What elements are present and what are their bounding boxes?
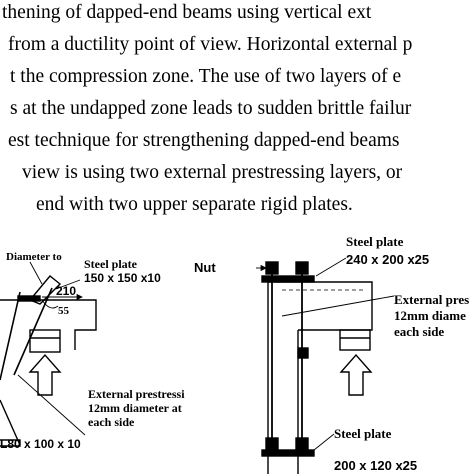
paragraph-line-3: t the compression zone. The use of two l…	[10, 66, 402, 87]
right-bottom-plate-label-1: Steel plate	[334, 426, 392, 441]
right-prestress-label-1: External pres	[394, 292, 469, 307]
left-bottom-angle	[0, 439, 21, 447]
left-diameter-leader	[29, 261, 43, 285]
right-top-plate	[261, 275, 315, 283]
right-bottom-plate	[261, 449, 315, 457]
right-top-plate-leader	[315, 257, 347, 277]
left-angle-arc	[41, 299, 59, 309]
left-anchor-block	[28, 275, 62, 305]
right-bottom-nut-1	[265, 437, 279, 451]
paragraph-line-4: s at the undapped zone leads to sudden b…	[10, 98, 412, 119]
left-top-plate	[17, 295, 41, 302]
left-plate-leader	[55, 279, 81, 290]
left-reaction-arrow	[28, 353, 62, 396]
right-top-nut-1	[265, 261, 279, 275]
paragraph-line-7: end with two upper separate rigid plates…	[36, 194, 353, 215]
left-bearing-pad	[29, 329, 61, 353]
left-prestress-rod-2	[13, 287, 53, 376]
right-corner-block	[297, 347, 309, 359]
left-prestress-label-1: External prestressi	[88, 387, 185, 401]
left-angle-label: 55	[58, 305, 70, 317]
right-nut-label: Nut	[194, 260, 216, 275]
left-prestress-label-3: each side	[88, 415, 135, 429]
left-plate-label-2: 150 x 150 x10	[84, 271, 161, 285]
right-top-nut-2	[295, 261, 309, 275]
right-bearing-pad	[339, 329, 371, 351]
right-bottom-nut-2	[295, 437, 309, 451]
right-prestress-label-3: each side	[394, 324, 444, 339]
left-prestress-label-2: 12mm diameter at	[88, 401, 182, 415]
right-bottom-plate-label-2: 200 x 120 x25	[334, 458, 417, 473]
right-prestress-leader	[281, 295, 395, 317]
left-prestress-leader	[17, 374, 86, 436]
right-beam-top	[268, 281, 373, 331]
left-diameter-label: Diameter to	[6, 251, 62, 263]
left-dimension-label: 210	[56, 284, 76, 298]
right-bottom-plate-leader	[313, 433, 335, 451]
left-angle-size-label: L80 x 100 x 10	[0, 437, 81, 451]
right-reaction-arrow	[339, 353, 373, 396]
paragraph-line-2: from a ductility point of view. Horizont…	[8, 34, 413, 55]
left-plate-label-1: Steel plate	[84, 257, 138, 271]
right-figure	[256, 257, 395, 474]
right-prestress-label-2: 12mm diame	[394, 308, 466, 323]
left-prestress-rod-1	[0, 291, 21, 381]
paragraph-line-6: view is using two external prestressing …	[22, 162, 403, 183]
left-figure	[0, 261, 97, 447]
body-paragraph: thening of dapped-end beams using vertic…	[0, 0, 474, 220]
right-top-plate-label-2: 240 x 200 x25	[346, 252, 429, 267]
right-top-plate-label-1: Steel plate	[346, 234, 404, 249]
paragraph-line-1: thening of dapped-end beams using vertic…	[2, 2, 372, 23]
paragraph-line-5: est technique for strengthening dapped-e…	[8, 130, 400, 151]
left-beam-outline	[0, 299, 97, 350]
left-beam-lower-edge	[0, 399, 21, 446]
